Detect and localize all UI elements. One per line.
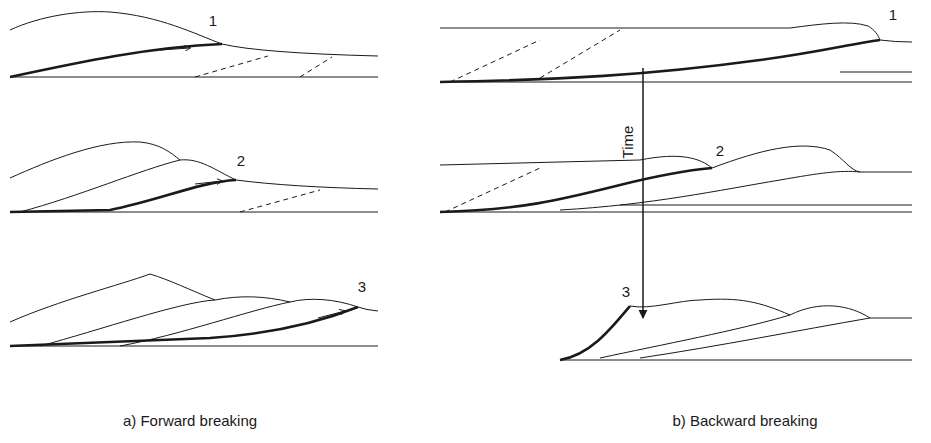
panel-caption: b) Backward breaking [672,413,817,428]
axis-label: Time [620,126,635,159]
panel-caption: a) Forward breaking [123,413,257,428]
stage-number: 1 [889,7,897,22]
stage-number: 3 [622,284,630,299]
stage-number: 2 [237,153,245,168]
stage-number: 2 [716,143,724,158]
backward-breaking-sections [440,23,912,360]
forward-breaking-sections [10,12,378,346]
time-arrow [642,68,644,318]
stage-number: 1 [209,13,217,28]
stage-number: 3 [358,279,366,294]
